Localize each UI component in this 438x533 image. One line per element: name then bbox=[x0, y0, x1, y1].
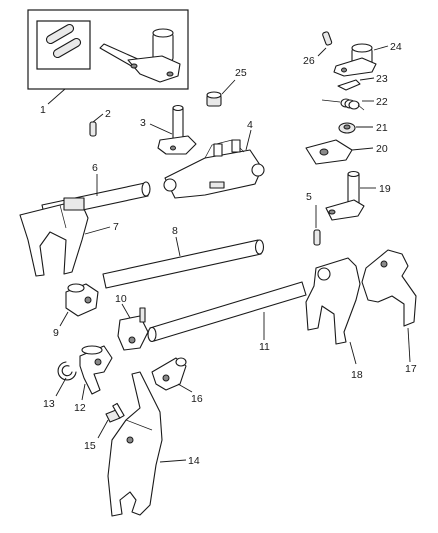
callout-9: 9 bbox=[53, 327, 59, 339]
shift-lever-3 bbox=[157, 104, 197, 155]
shift-fork-7 bbox=[19, 197, 89, 277]
inset-pin-2 bbox=[52, 37, 82, 59]
callout-20: 20 bbox=[376, 143, 388, 155]
lever-base-24 bbox=[333, 43, 377, 77]
callout-17: 17 bbox=[405, 363, 417, 375]
callout-24: 24 bbox=[390, 41, 402, 53]
callout-3: 3 bbox=[140, 117, 146, 129]
bushing-25 bbox=[206, 91, 222, 107]
spring-22 bbox=[321, 98, 365, 111]
callout-19: 19 bbox=[379, 183, 391, 195]
leader-13 bbox=[55, 377, 67, 397]
callout-1: 1 bbox=[40, 104, 46, 116]
leader-23 bbox=[359, 77, 375, 81]
snap-ring-13 bbox=[57, 361, 77, 381]
leader-10 bbox=[121, 303, 131, 319]
leader-24 bbox=[373, 45, 389, 51]
shift-rail-11 bbox=[147, 281, 307, 343]
roll-pin-2 bbox=[89, 121, 97, 137]
inset-pin-1 bbox=[45, 23, 75, 45]
bolt-15 bbox=[105, 402, 125, 423]
shift-lug-16 bbox=[151, 357, 187, 391]
inset-shift-lever bbox=[99, 28, 181, 83]
shift-rail-8 bbox=[102, 239, 265, 289]
leader-1 bbox=[47, 88, 66, 105]
leader-3 bbox=[149, 123, 173, 135]
callout-15: 15 bbox=[84, 440, 96, 452]
callout-12: 12 bbox=[74, 402, 86, 414]
nut-21 bbox=[338, 122, 356, 134]
callout-6: 6 bbox=[92, 162, 98, 174]
callout-14: 14 bbox=[188, 455, 200, 467]
leader-26 bbox=[317, 47, 327, 57]
callout-8: 8 bbox=[172, 225, 178, 237]
leader-15 bbox=[97, 419, 109, 439]
leader-4 bbox=[245, 129, 252, 151]
clip-23 bbox=[337, 79, 361, 91]
callout-13: 13 bbox=[43, 398, 55, 410]
leader-17 bbox=[407, 327, 411, 363]
callout-10: 10 bbox=[115, 293, 127, 305]
shift-fork-14 bbox=[107, 371, 163, 517]
callout-25: 25 bbox=[235, 67, 247, 79]
leader-9 bbox=[59, 311, 69, 327]
callout-18: 18 bbox=[351, 369, 363, 381]
callout-7: 7 bbox=[113, 221, 119, 233]
callout-2: 2 bbox=[105, 108, 111, 120]
interlock-10 bbox=[117, 307, 149, 351]
leader-20 bbox=[351, 147, 374, 151]
plate-20 bbox=[305, 139, 353, 165]
callout-23: 23 bbox=[376, 73, 388, 85]
callout-4: 4 bbox=[247, 119, 253, 131]
shift-shaft-19 bbox=[325, 170, 365, 221]
callout-labels: 1 2 3 4 5 6 7 8 9 10 11 12 13 14 15 16 1… bbox=[40, 41, 417, 467]
inset-kit-box bbox=[27, 9, 189, 90]
leader-18 bbox=[349, 341, 357, 365]
leader-12 bbox=[81, 383, 86, 401]
callout-21: 21 bbox=[376, 122, 388, 134]
leader-25 bbox=[221, 79, 236, 95]
leader-16 bbox=[177, 383, 193, 393]
shift-fork-18 bbox=[305, 257, 361, 345]
shift-block-12 bbox=[79, 345, 113, 395]
leader-8 bbox=[175, 236, 181, 257]
callout-11: 11 bbox=[259, 341, 270, 353]
shift-fork-17 bbox=[361, 249, 417, 327]
shift-lug-9 bbox=[65, 283, 99, 317]
leader-7 bbox=[84, 226, 111, 235]
callout-22: 22 bbox=[376, 96, 388, 108]
shift-bracket-4 bbox=[163, 139, 265, 199]
leader-2 bbox=[92, 113, 104, 123]
leader-14 bbox=[159, 459, 187, 463]
callout-5: 5 bbox=[306, 191, 312, 203]
callout-16: 16 bbox=[191, 393, 203, 405]
roll-pin-5 bbox=[313, 229, 321, 246]
callout-26: 26 bbox=[303, 55, 315, 67]
pin-26 bbox=[322, 31, 333, 46]
